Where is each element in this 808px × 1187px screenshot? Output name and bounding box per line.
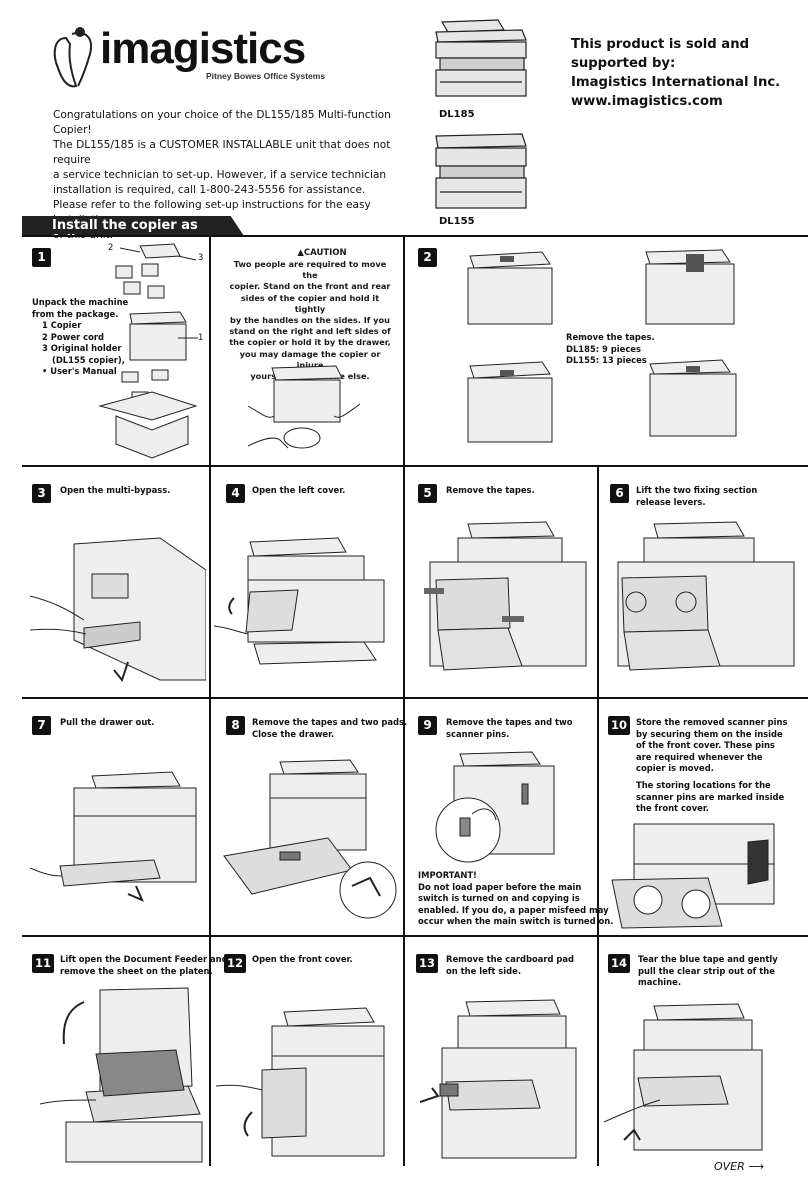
step-7-text: Pull the drawer out. <box>60 717 155 727</box>
model-label-dl155: DL155 <box>439 216 475 227</box>
step-10-number: 10 <box>608 716 630 735</box>
step-4-number: 4 <box>226 484 245 503</box>
caution-lifting-illustration <box>247 365 361 449</box>
step-10-front-cover-illustration <box>611 823 775 929</box>
copier-dl185-image <box>435 19 527 97</box>
step-11-text: Lift open the Document Feeder and remove… <box>60 954 228 976</box>
divider <box>22 935 808 937</box>
step-8-text: Remove the tapes and two pads. Close the… <box>252 717 408 739</box>
step-10-text: Store the removed scanner pins by securi… <box>636 717 788 773</box>
step-2-text: Remove the tapes. DL185: 9 pieces DL155:… <box>566 332 655 365</box>
step-13-cardboard-pad-illustration <box>420 999 577 1159</box>
step-2-tapes-illustration <box>467 249 737 443</box>
arrow-right-icon: ⟶ <box>748 1160 765 1173</box>
step-7-number: 7 <box>32 716 51 735</box>
divider <box>22 235 808 237</box>
divider <box>403 466 405 1166</box>
step-9-scanner-pins-illustration <box>435 751 555 863</box>
step-14-number: 14 <box>608 954 630 973</box>
brand-name: imagistics <box>100 24 306 73</box>
step-9-text: Remove the tapes and two scanner pins. <box>446 717 573 739</box>
step-5-text: Remove the tapes. <box>446 485 535 495</box>
divider <box>597 466 599 1166</box>
step-12-text: Open the front cover. <box>252 954 353 964</box>
step-1-callout-1: 1 <box>198 332 204 342</box>
warning-triangle-icon: ▲ <box>297 248 304 258</box>
step-11-number: 11 <box>32 954 54 973</box>
step-8-number: 8 <box>226 716 245 735</box>
step-11-document-feeder-illustration <box>40 987 203 1163</box>
step-13-text: Remove the cardboard pad on the left sid… <box>446 954 575 976</box>
step-4-text: Open the left cover. <box>252 485 346 495</box>
step-12-number: 12 <box>224 954 246 973</box>
step-3-number: 3 <box>32 484 51 503</box>
step-6-text: Lift the two fixing section release leve… <box>636 485 758 507</box>
step-13-number: 13 <box>416 954 438 973</box>
divider <box>403 236 405 466</box>
support-info: This product is sold and supported by: I… <box>571 37 781 109</box>
step-12-front-cover-illustration <box>216 1007 385 1157</box>
step-9-important: IMPORTANT! Do not load paper before the … <box>418 870 614 926</box>
step-6-number: 6 <box>610 484 629 503</box>
step-8-pads-illustration <box>223 759 397 919</box>
divider <box>22 465 808 467</box>
step-3-text: Open the multi-bypass. <box>60 485 171 495</box>
step-1-callout-3: 3 <box>198 252 204 262</box>
step-10-text-locations: The storing locations for the scanner pi… <box>636 780 785 813</box>
model-label-dl185: DL185 <box>439 109 475 120</box>
brand-logo: imagistics Pitney Bowes Office Systems <box>50 24 330 94</box>
install-heading: Install the copier as follows: <box>22 216 244 236</box>
step-1-unpack-illustration <box>98 243 198 459</box>
divider <box>209 466 211 1166</box>
step-5-tapes-illustration <box>424 521 587 671</box>
over-link[interactable]: OVER ⟶ <box>714 1160 765 1173</box>
step-4-left-cover-illustration <box>214 537 385 665</box>
step-7-drawer-illustration <box>30 771 197 902</box>
caution-title: ▲CAUTION <box>297 248 347 258</box>
step-9-number: 9 <box>418 716 437 735</box>
copier-dl155-image <box>435 133 527 209</box>
logo-figure-icon <box>53 27 92 88</box>
step-2-number: 2 <box>418 248 437 267</box>
step-1-number: 1 <box>32 248 51 267</box>
step-5-number: 5 <box>418 484 437 503</box>
step-14-text: Tear the blue tape and gently pull the c… <box>638 954 778 987</box>
divider <box>209 236 211 466</box>
step-1-text: Unpack the machine from the package. 1 C… <box>32 297 129 376</box>
step-14-clear-strip-illustration <box>604 1003 763 1151</box>
divider <box>22 697 808 699</box>
step-1-callout-2: 2 <box>108 242 114 252</box>
step-3-multi-bypass-illustration <box>30 537 206 683</box>
brand-tagline: Pitney Bowes Office Systems <box>206 71 326 81</box>
step-6-release-levers-illustration <box>617 521 795 671</box>
